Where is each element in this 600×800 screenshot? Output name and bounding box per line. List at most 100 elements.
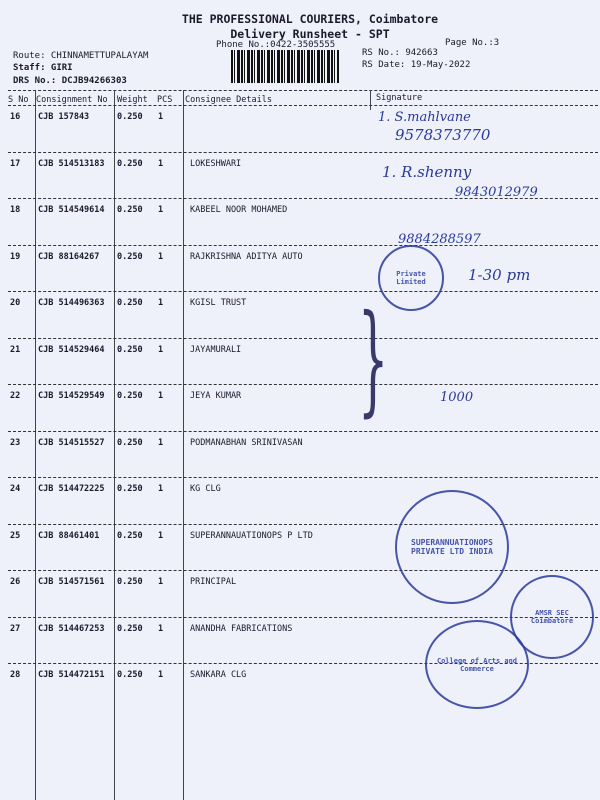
college-stamp: College of Arts and Commerce [425,620,529,709]
cell-name: JEYA KUMAR [190,391,242,401]
cell-wt: 0.250 [117,112,143,122]
phone-number: Phone No.:0422-3505555 [216,40,336,50]
cell-cn: CJB 514467253 [38,623,105,634]
runsheet-title: Delivery Runsheet - SPT [230,27,390,41]
table-row: 23 CJB 514515527 0.250 1 PODMANABHAN SRINIVA… [0,438,600,484]
cell-pcs: 1 [158,205,164,215]
rs-date: RS Date: 19-May-2022 [362,60,471,70]
row-divider [8,430,598,432]
brace-mark: } [357,290,389,429]
signature: 1. S.mahlvane [378,110,471,125]
cell-sno: 20 [10,298,21,308]
handwritten-phone: 9578373770 [395,126,491,144]
cell-wt: 0.250 [117,670,143,680]
cell-name: SANKARA CLG [190,670,247,680]
cell-sno: 21 [10,344,21,355]
cell-wt: 0.250 [117,298,143,308]
cell-cn: CJB 514513183 [38,158,105,169]
company-title: THE PROFESSIONAL COURIERS, Coimbatore [181,12,439,26]
cell-pcs: 1 [158,112,164,122]
row-divider [8,570,598,571]
cell-cn: CJB 514529549 [38,391,105,401]
cell-sno: 27 [10,623,21,634]
cell-sno: 28 [10,670,21,680]
cell-name: KGISL TRUST [190,298,247,308]
col-weight: Weight [117,95,148,105]
cell-wt: 0.250 [117,158,143,169]
cell-pcs: 1 [158,437,164,448]
row-divider [8,198,598,199]
cell-pcs: 1 [158,530,164,541]
column-line [114,90,115,800]
cell-name: LOKESHWARI [190,158,242,169]
page-number: Page No.:3 [445,38,500,48]
column-line [35,90,36,800]
cell-cn: CJB 514529464 [38,344,105,355]
cell-sno: 19 [10,251,21,262]
cell-name: PODMANABHAN SRINIVASAN [190,437,303,448]
cell-pcs: 1 [158,484,164,494]
row-divider [8,663,598,664]
cell-name: KABEEL NOOR MOHAMED [190,205,288,215]
cell-pcs: 1 [158,298,164,308]
cell-wt: 0.250 [117,484,143,494]
cell-cn: CJB 88461401 [38,530,100,541]
cell-wt: 0.250 [117,437,143,448]
cell-name: JAYAMURALI [190,344,242,355]
row-divider [8,244,598,246]
company-stamp: Private Limited [378,245,444,311]
cell-sno: 17 [10,158,21,169]
row-divider [8,105,598,106]
cell-cn: CJB 514549614 [38,205,105,215]
handwritten-phone: 9843012979 [455,185,538,200]
signature: 1. R.shenny [382,163,472,181]
college-stamp: AMSR SEC Coimbatore [510,575,594,659]
col-consignment: Consignment No [36,95,108,105]
staff: Staff: GIRI [13,63,73,73]
cell-pcs: 1 [158,623,164,634]
drs-number: DRS No.: DCJB94266303 [13,76,127,86]
row-divider [8,291,598,292]
cell-pcs: 1 [158,577,164,587]
cell-wt: 0.250 [117,577,143,587]
cell-pcs: 1 [158,344,164,355]
cell-cn: CJB 157843 [38,112,90,122]
cell-sno: 23 [10,437,21,448]
cell-sno: 18 [10,205,21,215]
table-row: 16 CJB 157843 0.250 1 [0,112,600,158]
cell-wt: 0.250 [117,205,143,215]
cell-name: PRINCIPAL [190,577,237,587]
handwritten-time: 1-30 pm [468,266,531,284]
cell-sno: 16 [10,112,21,122]
table-row: 18 CJB 514549614 0.250 1 KABEEL NOOR MOHAMED [0,205,600,251]
cell-wt: 0.250 [117,623,143,634]
cell-cn: CJB 514515527 [38,437,105,448]
cell-cn: CJB 514472151 [38,670,105,680]
cell-pcs: 1 [158,670,164,680]
company-stamp: SUPERANNUATIONOPS PRIVATE LTD INDIA [395,490,509,604]
row-divider [8,477,598,478]
column-line [370,90,371,110]
table-row: 27 CJB 514467253 0.250 1 ANANDHA FABRICATION… [0,624,600,670]
cell-wt: 0.250 [117,530,143,541]
table-row: 25 CJB 88461401 0.250 1 SUPERANNAUATIONOPS P… [0,531,600,577]
row-divider [8,337,598,339]
cell-sno: 22 [10,391,21,401]
col-sno: S No [8,95,29,105]
cell-pcs: 1 [158,251,164,262]
col-pcs: PCS [157,95,173,105]
divider [8,90,598,91]
row-divider [8,616,598,618]
cell-name: SUPERANNAUATIONOPS P LTD [190,530,313,541]
cell-sno: 26 [10,577,21,587]
cell-cn: CJB 88164267 [38,251,100,262]
cell-name: ANANDHA FABRICATIONS [190,623,293,634]
rs-number: RS No.: 942663 [362,48,438,58]
col-signature: Signature [376,93,423,103]
cell-sno: 25 [10,530,21,541]
barcode [231,50,339,83]
